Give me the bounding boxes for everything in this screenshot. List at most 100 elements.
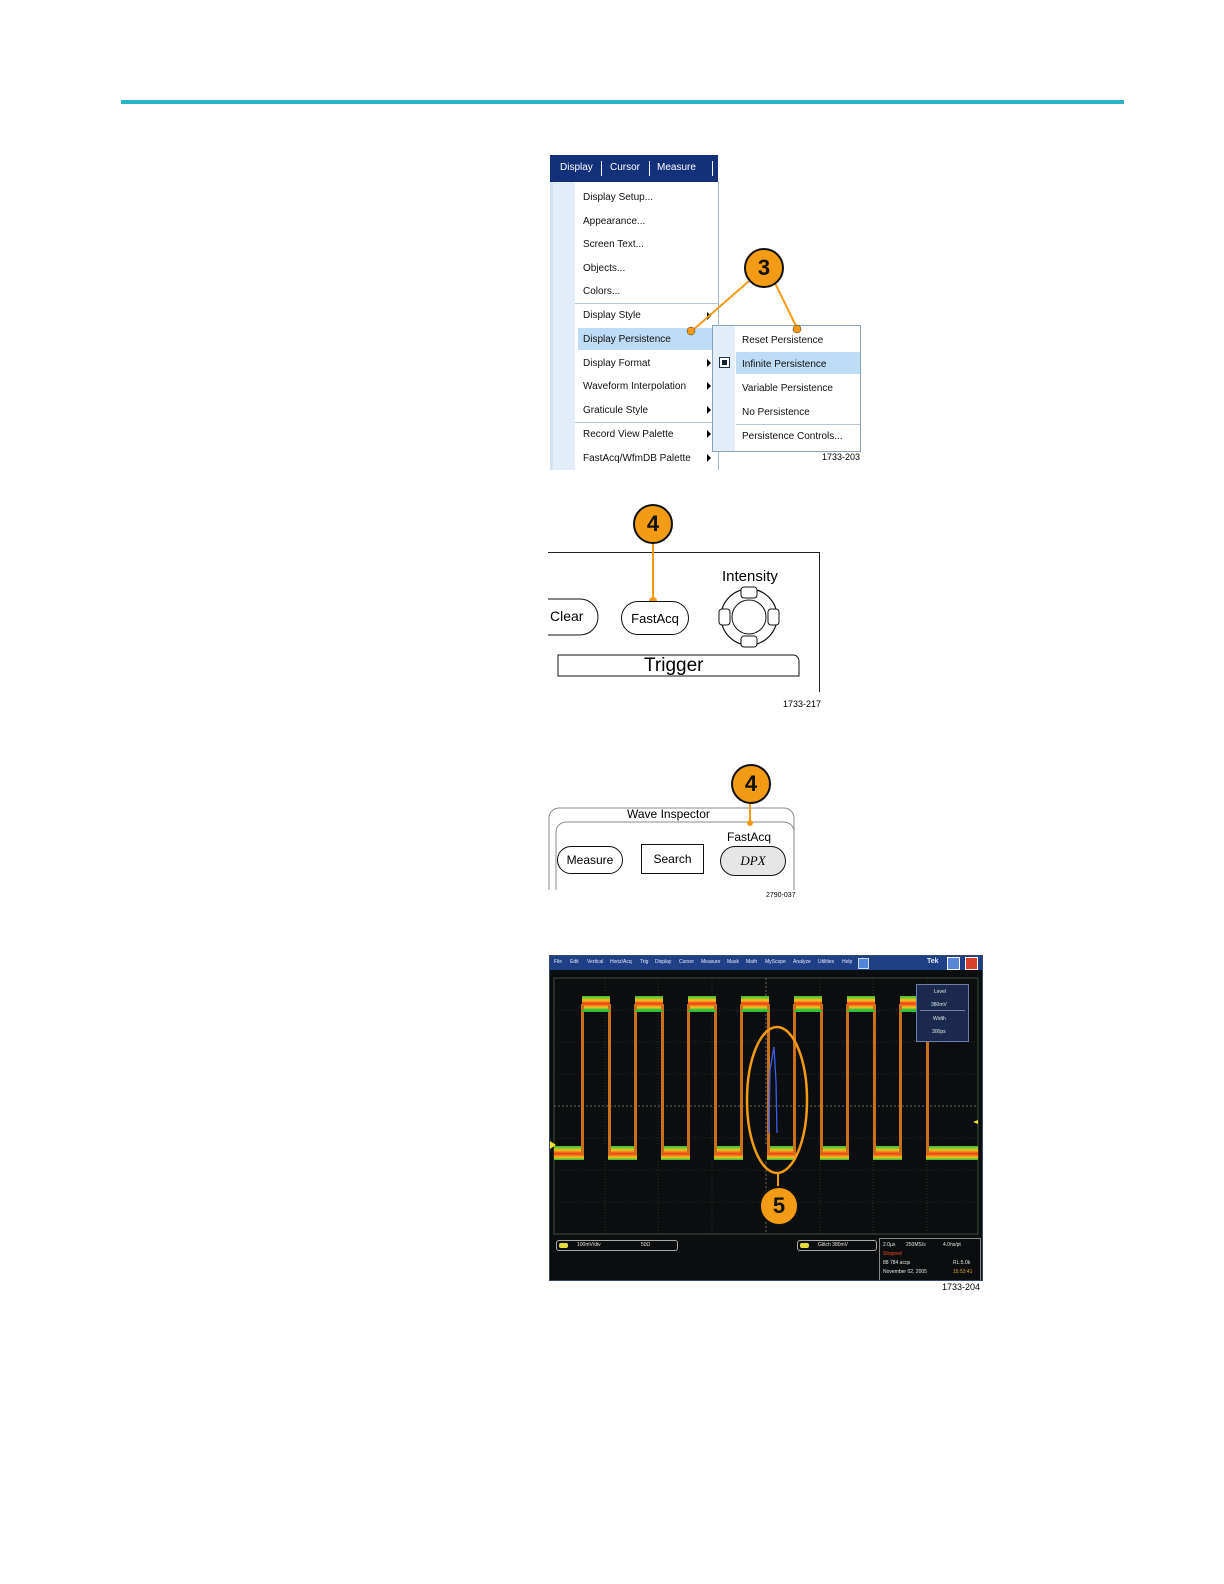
waveform-falling-edge [608,1004,611,1154]
submenu-item-reset-persistence[interactable]: Reset Persistence [742,335,824,346]
width-value[interactable]: 300ps [932,1029,946,1035]
waveform-rising-edge [581,1004,584,1154]
waveform-rising-edge [740,1004,743,1154]
level-label: Level [934,989,946,995]
clear-button-label[interactable]: Clear [550,608,584,624]
scope-menu-display[interactable]: Display [655,959,672,965]
callout-dot [747,820,753,826]
acquisition-count: 88 784 acqs [883,1260,911,1266]
menu-item-graticule-style[interactable]: Graticule Style [583,405,649,416]
scope-menu-bar: File Edit Vertical Horiz/Acq Trig Displa… [550,956,982,970]
panel-drawing [548,539,800,677]
submenu-item-no-persistence[interactable]: No Persistence [742,407,810,418]
figure-id: 2790-037 [766,892,796,899]
minimize-icon[interactable] [947,957,960,970]
trigger-section-outline [557,654,800,677]
menu-highlight [578,328,718,350]
scope-menu-expand-icon[interactable] [858,958,869,969]
waveform-band-edge [900,1010,928,1012]
fastacq-button[interactable]: FastAcq [621,601,689,635]
close-icon[interactable] [965,957,978,970]
horizontal-scale: 2.0µs [883,1242,896,1248]
fastacq-dpx-button[interactable]: DPX [720,846,786,876]
menu-divider [575,422,718,423]
scope-menu-math[interactable]: Math [746,959,758,965]
scope-menu-utilities[interactable]: Utilities [818,959,835,965]
figure-id: 1733-203 [822,452,861,462]
submenu-item-infinite-persistence[interactable]: Infinite Persistence [742,359,827,370]
scope-screen-figure: File Edit Vertical Horiz/Acq Trig Displa… [549,955,983,1295]
submenu-arrow-icon [707,430,711,438]
measure-button[interactable]: Measure [557,846,623,874]
scope-menu-mask[interactable]: Mask [727,959,739,965]
submenu-item-persistence-controls[interactable]: Persistence Controls... [742,431,843,442]
menu-item-colors[interactable]: Colors... [583,286,621,297]
menu-item-screen-text[interactable]: Screen Text... [583,239,644,250]
scope-menu-myscope[interactable]: MyScope [765,959,786,965]
box-divider [920,1010,965,1011]
waveform-gap [637,1146,661,1160]
waveform-gap [690,1146,714,1160]
menu-item-display-persistence[interactable]: Display Persistence [583,334,671,345]
scope-menu-file[interactable]: File [554,959,563,965]
menu-item-record-view-palette[interactable]: Record View Palette [583,429,674,440]
waveform-high-band [635,996,663,1010]
waveform-band-edge [582,1010,610,1012]
front-panel-figure: Clear FastAcq Intensity Trigger 4 1733-2… [548,500,828,715]
menu-separator [649,161,650,176]
ch1-ground-marker-icon [550,1141,556,1149]
scope-menu-horiz-acq[interactable]: Horiz/Acq [610,959,632,965]
scope-menu-vertical[interactable]: Vertical [587,959,604,965]
waveform-band-edge [741,1010,769,1012]
glitch-highlight-ellipse [745,1025,809,1175]
figure-id: 1733-217 [783,699,822,709]
scope-menu-help[interactable]: Help [842,959,853,965]
waveform-falling-edge [926,1004,929,1154]
menu-item-fastacq-wfmdb-palette[interactable]: FastAcq/WfmDB Palette [583,453,691,464]
menu-item-objects[interactable]: Objects... [583,263,626,274]
scope-menu-edit[interactable]: Edit [570,959,579,965]
waveform-falling-edge [714,1004,717,1154]
waveform-falling-edge [767,1004,770,1154]
waveform-rising-edge [687,1004,690,1154]
submenu-item-variable-persistence[interactable]: Variable Persistence [742,383,833,394]
menu-item-display-style[interactable]: Display Style [583,310,641,321]
menu-measure[interactable]: Measure [657,162,696,173]
menu-item-display-setup[interactable]: Display Setup... [583,192,654,203]
submenu-arrow-icon [707,382,711,390]
trigger-readout: Glitch 380mV [818,1242,849,1248]
menu-cursor[interactable]: Cursor [610,162,641,173]
menu-item-waveform-interpolation[interactable]: Waveform Interpolation [583,381,687,392]
display-menu-figure: Display Cursor Measure Display Setup... … [550,155,865,470]
scope-menu-measure[interactable]: Measure [701,959,721,965]
scope-menu-cursor[interactable]: Cursor [679,959,695,965]
waveform-high-band [741,996,769,1010]
menu-item-appearance[interactable]: Appearance... [583,216,646,227]
callout-dot [686,326,696,336]
waveform-band-edge [635,1010,663,1012]
trigger-readout-box[interactable]: Glitch 380mV [797,1240,877,1251]
fastacq-label: FastAcq [727,830,772,844]
ch1-icon [559,1243,568,1248]
ch1-readout-box[interactable]: 100mV/div 50Ω [556,1240,678,1251]
search-button[interactable]: Search [641,844,704,874]
time: 15:53:41 [953,1269,973,1275]
acquisition-state: Stopped [883,1251,902,1257]
menu-item-display-format[interactable]: Display Format [583,358,651,369]
wave-inspector-figure: Wave Inspector Measure Search FastAcq DP… [548,760,803,900]
scope-menu-trig[interactable]: Trig [640,959,649,965]
callout-3: 3 [744,248,784,288]
menu-bar: Display Cursor Measure [550,155,718,182]
ch1-scale: 100mV/div [577,1242,601,1248]
display-dropdown: Display Setup... Appearance... Screen Te… [550,182,719,470]
acquisition-readout-box[interactable]: 2.0µs 250MS/s 4.0ns/pt Stopped 88 784 ac… [879,1238,981,1280]
level-value[interactable]: 380mV [931,1002,947,1008]
menu-display[interactable]: Display [560,162,593,173]
clear-button-outline [548,598,599,636]
callout-leader-lines [686,280,802,336]
waveform-high-band [794,996,822,1010]
scope-menu-analyze[interactable]: Analyze [793,959,811,965]
panel-right-edge [819,552,820,692]
submenu-arrow-icon [707,359,711,367]
waveform-rising-edge [634,1004,637,1154]
